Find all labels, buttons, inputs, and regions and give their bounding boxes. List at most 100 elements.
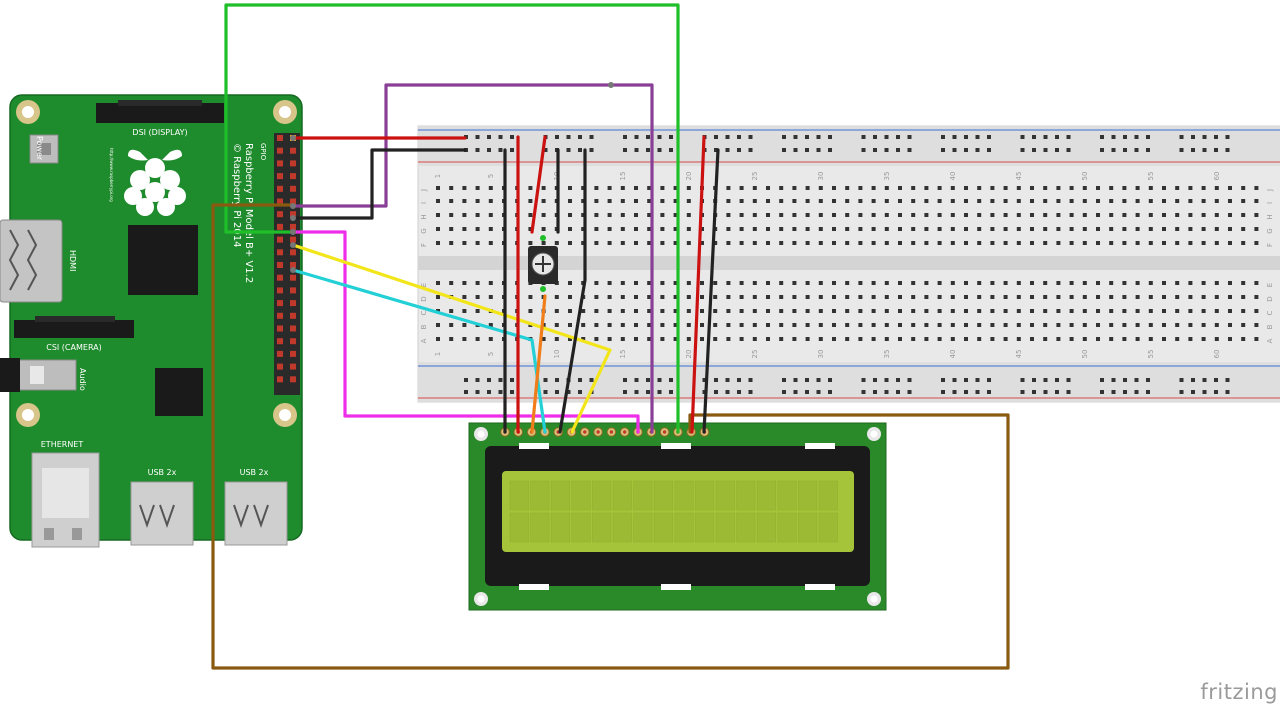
- breadboard-hole: [779, 241, 784, 245]
- breadboard-hole: [907, 135, 912, 139]
- breadboard-hole: [620, 309, 625, 313]
- breadboard-hole: [818, 309, 823, 313]
- breadboard-hole: [1241, 295, 1246, 299]
- breadboard-hole: [1043, 281, 1048, 285]
- breadboard-hole: [1100, 378, 1104, 382]
- breadboard-hole: [1111, 148, 1116, 152]
- breadboard-hole: [816, 378, 821, 382]
- row-letter-label: H: [420, 214, 428, 219]
- breadboard-hole: [1201, 281, 1206, 285]
- lcd-char-cell: [509, 512, 529, 543]
- breadboard-hole: [543, 390, 548, 394]
- breadboard-hole: [726, 295, 731, 299]
- breadboard-hole: [1003, 186, 1008, 190]
- breadboard-hole: [1003, 281, 1008, 285]
- breadboard-hole: [818, 337, 823, 341]
- breadboard-hole: [713, 241, 718, 245]
- breadboard-hole: [1069, 241, 1074, 245]
- breadboard-hole: [871, 199, 876, 203]
- breadboard-hole: [816, 148, 821, 152]
- wire-red-backlight: [690, 135, 706, 434]
- lcd-char-cell: [674, 512, 694, 543]
- breadboard-hole: [1030, 323, 1034, 327]
- breadboard-hole: [634, 337, 638, 341]
- breadboard-hole: [1135, 295, 1140, 299]
- breadboard-hole: [858, 295, 863, 299]
- breadboard-hole: [1109, 337, 1114, 341]
- breadboard-hole: [861, 135, 866, 139]
- breadboard-hole: [924, 241, 929, 245]
- breadboard-hole: [1202, 135, 1207, 139]
- breadboard-hole: [1096, 213, 1100, 217]
- breadboard-hole: [464, 390, 468, 394]
- breadboard-hole: [541, 213, 546, 217]
- breadboard-hole: [1134, 390, 1139, 394]
- breadboard-hole: [589, 135, 594, 139]
- breadboard-hole: [462, 281, 467, 285]
- breadboard-hole: [1214, 337, 1219, 341]
- breadboard-hole: [896, 135, 900, 139]
- breadboard-hole: [782, 135, 786, 139]
- breadboard-hole: [488, 337, 493, 341]
- breadboard-hole: [1020, 148, 1025, 152]
- breadboard-hole: [805, 135, 809, 139]
- breadboard-hole: [725, 378, 730, 382]
- breadboard-hole: [1096, 337, 1100, 341]
- breadboard-hole: [884, 199, 889, 203]
- breadboard-hole: [1175, 186, 1180, 190]
- usb1-label: USB 2x: [148, 468, 177, 477]
- breadboard-hole: [554, 309, 559, 313]
- breadboard-hole: [578, 390, 582, 394]
- breadboard-hole: [1201, 323, 1206, 327]
- breadboard-hole: [805, 241, 810, 245]
- breadboard-hole: [1122, 295, 1127, 299]
- gpio-pin: [277, 160, 283, 167]
- column-number-label: 1: [434, 174, 442, 178]
- breadboard-hole: [1030, 199, 1034, 203]
- breadboard-hole: [686, 323, 691, 327]
- gpio-pin: [290, 236, 296, 243]
- breadboard-hole: [449, 186, 454, 190]
- breadboard-hole: [1241, 337, 1246, 341]
- breadboard-hole: [832, 199, 836, 203]
- lcd-char-cell: [756, 480, 777, 511]
- breadboard-hole: [805, 323, 810, 327]
- breadboard-hole: [1241, 227, 1246, 231]
- column-number-label: 40: [949, 172, 957, 181]
- breadboard-hole: [1201, 199, 1206, 203]
- row-letter-label: F: [1266, 243, 1274, 247]
- breadboard-hole: [1214, 186, 1219, 190]
- breadboard-hole: [779, 281, 784, 285]
- breadboard-hole: [937, 281, 942, 285]
- breadboard-hole: [805, 227, 810, 231]
- fritzing-watermark: fritzing: [1200, 680, 1278, 704]
- breadboard-hole: [1135, 241, 1140, 245]
- breadboard-hole: [911, 186, 916, 190]
- breadboard-hole: [964, 323, 968, 327]
- breadboard-hole: [1109, 186, 1114, 190]
- breadboard-hole: [1030, 227, 1034, 231]
- csi-label: CSI (CAMERA): [46, 343, 102, 352]
- breadboard-hole: [700, 323, 704, 327]
- breadboard-hole: [792, 295, 797, 299]
- breadboard-hole: [1069, 199, 1074, 203]
- breadboard-hole: [634, 241, 638, 245]
- gpio-label: GPIO: [259, 143, 267, 161]
- breadboard-hole: [818, 241, 823, 245]
- row-letter-label: I: [1266, 202, 1274, 204]
- row-letter-label: C: [1266, 310, 1274, 315]
- breadboard-hole: [1214, 295, 1219, 299]
- breadboard-hole: [1162, 309, 1166, 313]
- breadboard-hole: [488, 241, 493, 245]
- wire-yellow: [291, 243, 612, 434]
- breadboard-hole: [832, 295, 836, 299]
- lcd-char-cell: [674, 480, 694, 511]
- breadboard-hole: [792, 337, 797, 341]
- breadboard-hole: [1100, 390, 1104, 394]
- gpio-pin: [277, 147, 283, 154]
- breadboard-hole: [779, 186, 784, 190]
- breadboard-hole: [686, 213, 691, 217]
- gpio-pin: [277, 185, 283, 192]
- breadboard-hole: [1146, 135, 1150, 139]
- breadboard-hole: [657, 135, 662, 139]
